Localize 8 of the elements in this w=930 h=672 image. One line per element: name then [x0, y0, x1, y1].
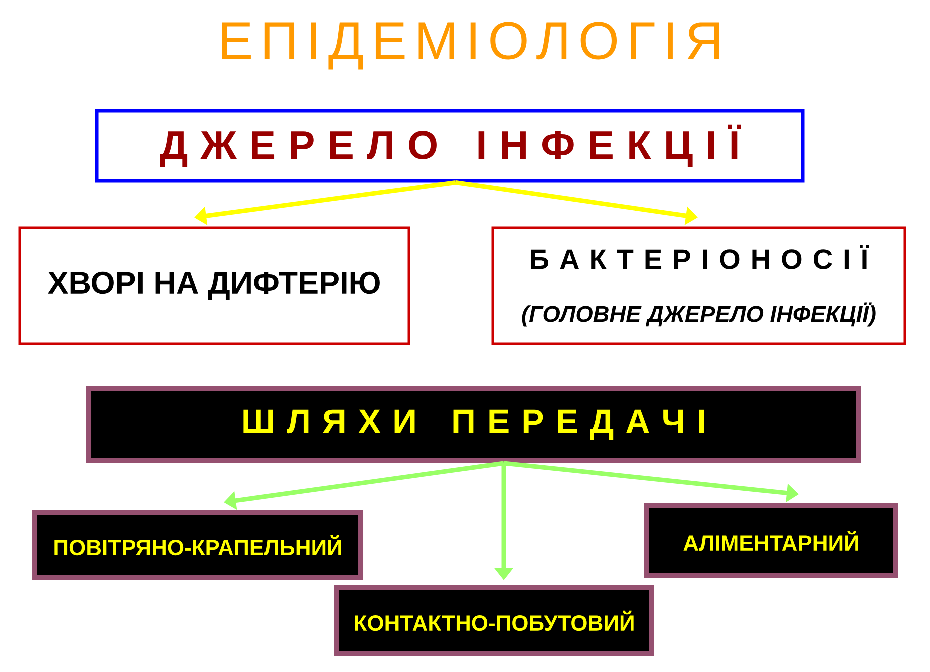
text-box: Б А К Т Е Р І О Н О С І Ї (ГОЛОВНЕ ДЖЕРЕЛО ІНФЕКЦІЇ) [492, 226, 906, 346]
text-box: ПОВІТРЯНО-КРАПЕЛЬНИЙ [32, 510, 364, 580]
text-box: ХВОРІ НА ДИФТЕРІЮ [18, 226, 410, 346]
heading-box: Д Ж Е Р Е Л О І Н Ф Е К Ц І Ї [95, 109, 805, 183]
heading-box: Ш Л Я Х И П Е Р Е Д А Ч І [86, 386, 862, 464]
title: ЕПІДЕМІОЛОГІЯ [222, 22, 720, 70]
text-box: АЛІМЕНТАРНИЙ [644, 504, 898, 578]
text-box: КОНТАКТНО-ПОБУТОВИЙ [334, 586, 654, 656]
